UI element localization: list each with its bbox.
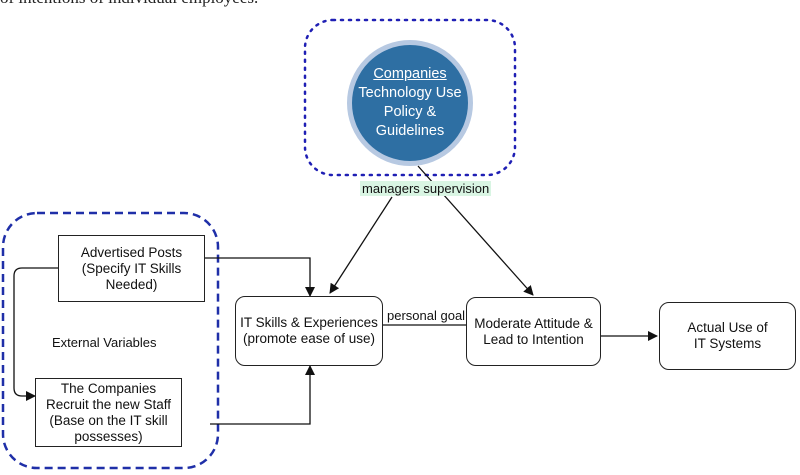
policy-circle: Companies Technology Use Policy & Guidel…	[347, 40, 473, 166]
box-line: (Base on the IT skill	[49, 412, 168, 428]
box-line: Actual Use of	[687, 320, 768, 335]
external-dashed-outline	[1, 211, 220, 470]
policy-circle-line: Guidelines	[375, 123, 445, 139]
header-text: of intentions of individual employees.	[0, 0, 258, 8]
arrow-policy-to-it-skills	[329, 196, 393, 294]
box-line: The Companies	[60, 380, 157, 396]
external-variables-label: External Variables	[52, 335, 157, 350]
recruit-staff-box: The Companies Recruit the new Staff (Bas…	[35, 378, 182, 447]
policy-dotted-outline	[303, 18, 517, 177]
policy-circle-title: Companies	[373, 66, 447, 82]
box-line: Advertised Posts	[80, 244, 183, 260]
policy-circle-line: Technology Use	[358, 85, 462, 101]
box-line: Needed)	[105, 276, 158, 292]
personal-goal-label: personal goal	[387, 308, 466, 323]
box-line: (promote ease of use)	[242, 331, 376, 346]
it-skills-box: IT Skills & Experiences (promote ease of…	[235, 296, 383, 366]
box-line: (Specify IT Skills	[81, 260, 182, 276]
arrow-advertised-to-recruit	[13, 267, 58, 401]
box-line: possesses)	[74, 428, 143, 444]
box-line: IT Systems	[693, 336, 762, 351]
managers-supervision-label: managers supervision	[360, 181, 492, 196]
arrow-advertised-to-it-skills	[205, 257, 315, 297]
box-line: Moderate Attitude &	[474, 315, 593, 331]
arrow-recruit-to-it-skills	[210, 365, 315, 425]
box-line: Recruit the new Staff	[45, 396, 172, 412]
advertised-posts-box: Advertised Posts (Specify IT Skills Need…	[58, 235, 205, 302]
policy-circle-line: Policy &	[383, 104, 437, 120]
box-line: Lead to Intention	[483, 331, 584, 347]
box-line: IT Skills & Experiences	[240, 315, 378, 330]
attitude-box: Moderate Attitude & Lead to Intention	[466, 297, 601, 366]
actual-use-box: Actual Use of IT Systems	[659, 302, 796, 370]
